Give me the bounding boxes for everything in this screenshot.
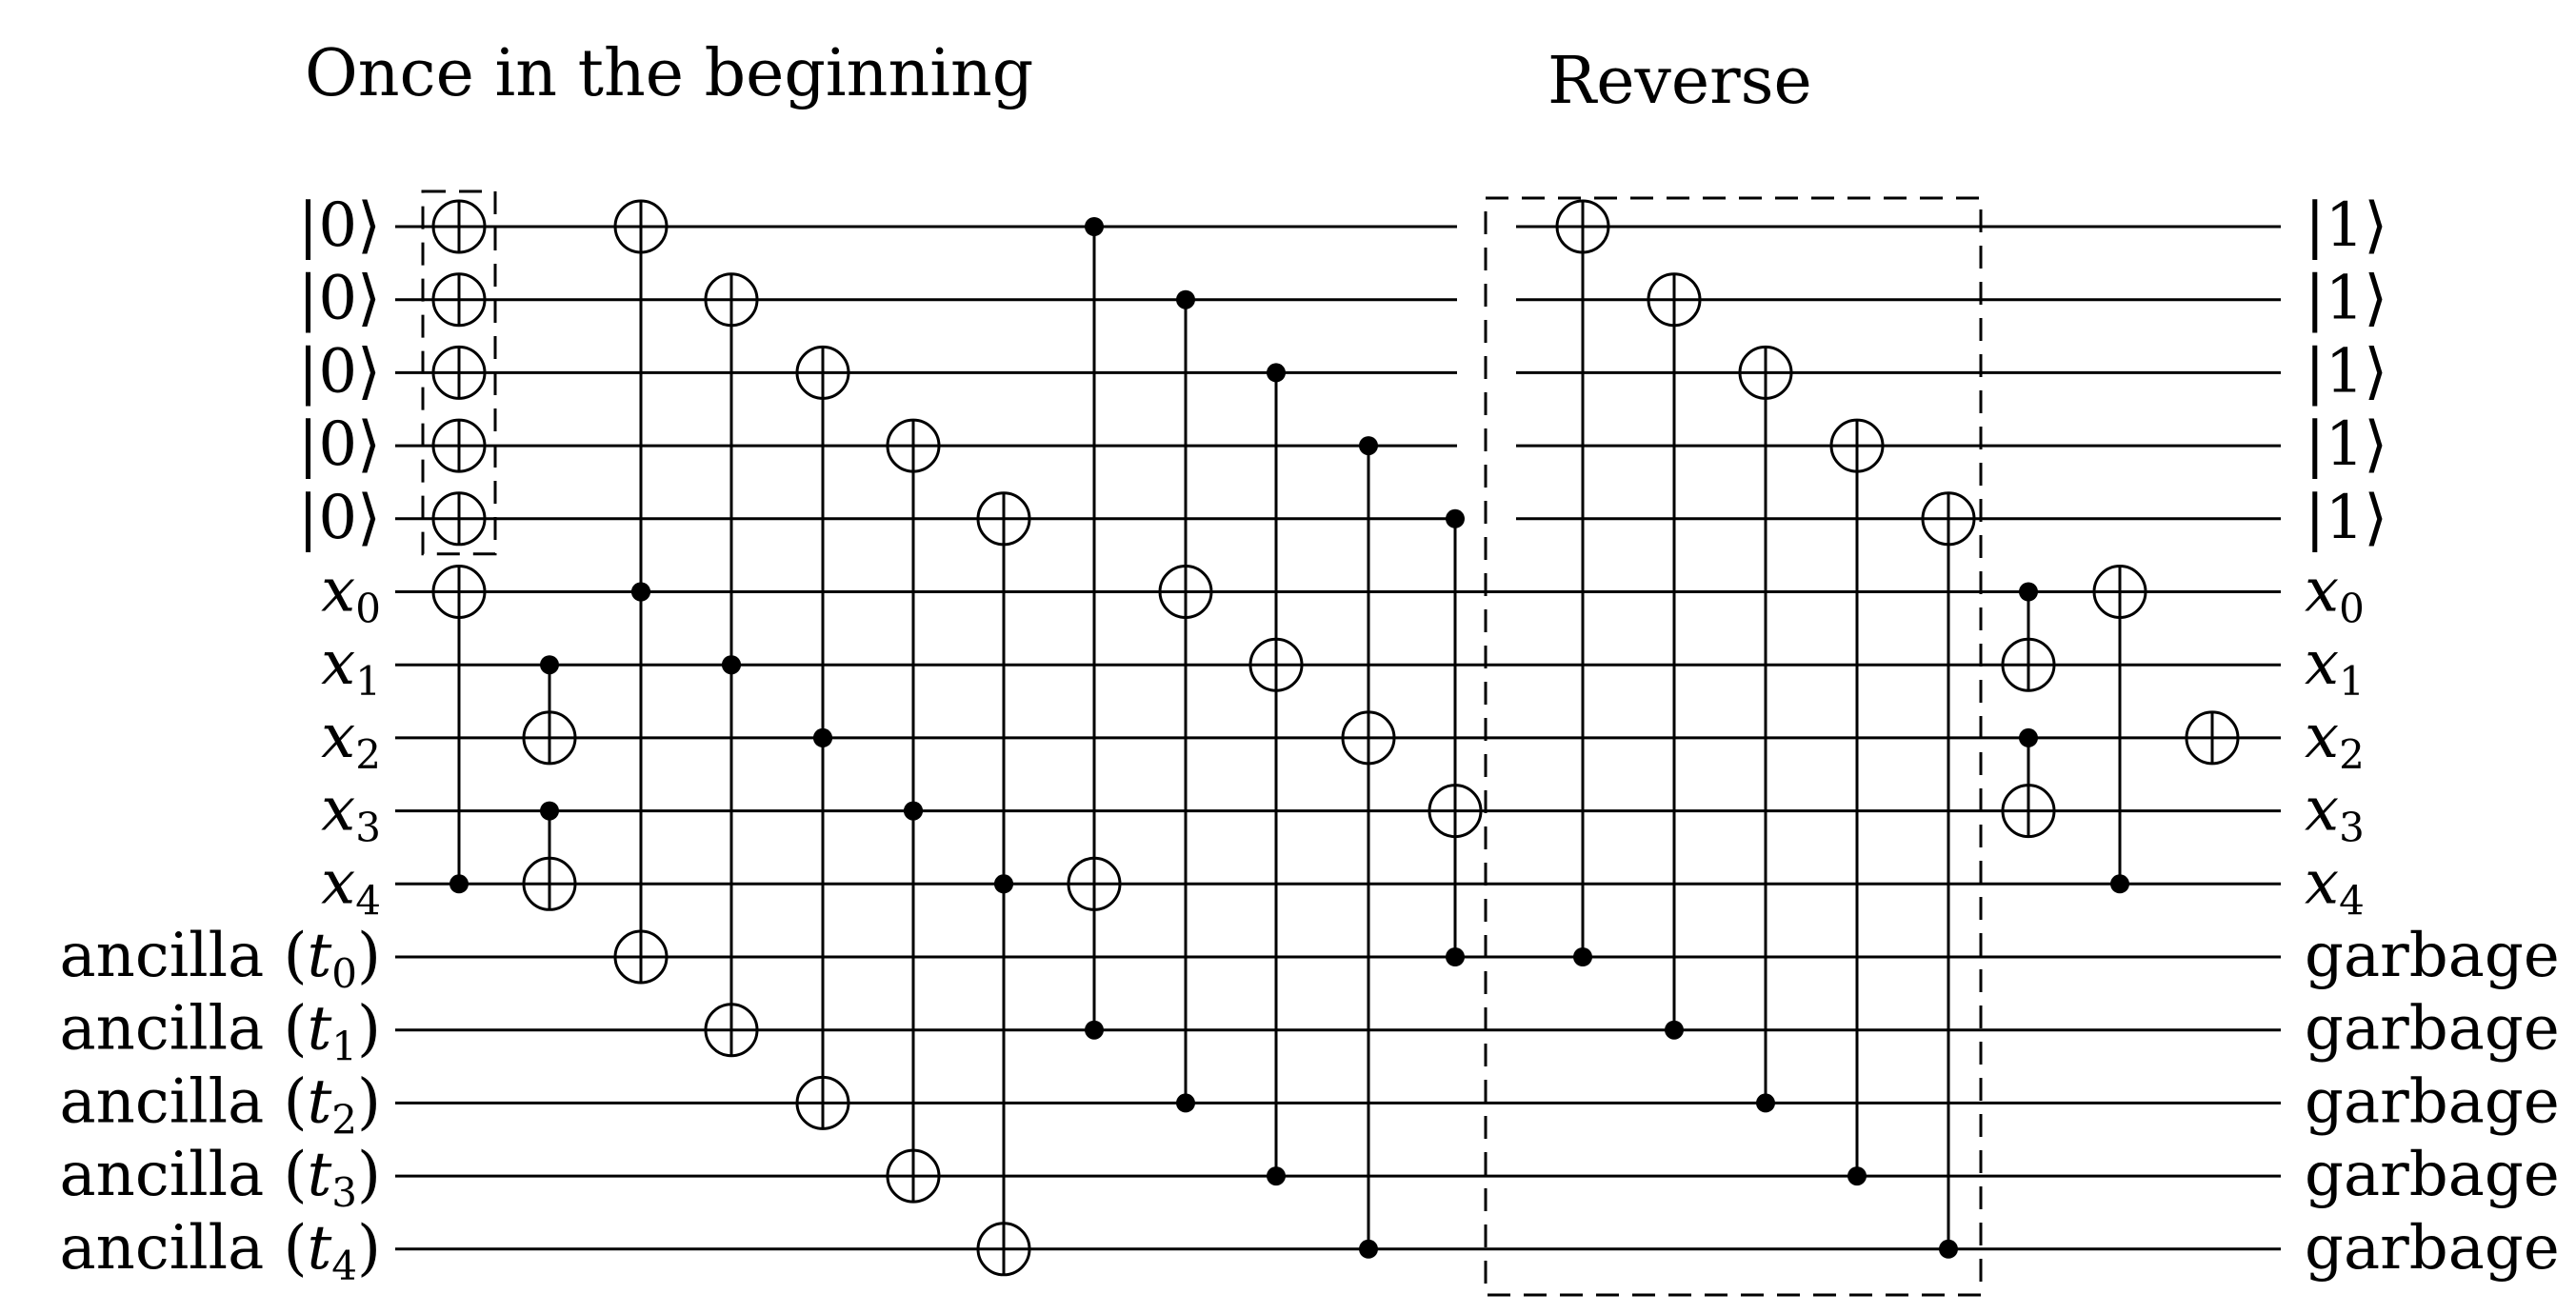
not-gate (431, 272, 487, 328)
not-gate (431, 491, 487, 547)
control-dot (722, 655, 741, 675)
cnot-gate (1555, 199, 1610, 966)
control-dot (540, 801, 559, 821)
output-label: x1 (2305, 628, 2365, 705)
control-dot (1446, 508, 1465, 528)
control-dot (994, 874, 1013, 894)
cnot-gate (704, 655, 759, 1058)
gates (431, 199, 2240, 1277)
input-label: |0⟩ (298, 264, 381, 334)
heading-once-in-the-beginning: Once in the beginning (305, 36, 1033, 111)
output-label: garbage (2305, 1140, 2560, 1210)
input-label: ancilla (t3) (59, 1140, 381, 1216)
cnot-gate (1738, 345, 1793, 1113)
control-dot (2019, 582, 2038, 602)
input-label: |0⟩ (298, 483, 381, 553)
cnot-gate (976, 491, 1031, 894)
input-label: x2 (321, 702, 381, 778)
output-label: |1⟩ (2305, 190, 2387, 261)
control-dot (1446, 947, 1465, 966)
input-label: ancilla (t1) (59, 994, 381, 1070)
cnot-gate (1248, 363, 1304, 1186)
control-dot (2110, 874, 2129, 894)
cnot-gate (886, 801, 941, 1204)
control-dot (1756, 1093, 1775, 1113)
input-label: x1 (321, 628, 381, 705)
cnot-gate (704, 272, 759, 675)
output-label: x3 (2305, 775, 2365, 851)
reverse-box (1484, 196, 1983, 1297)
cnot-gate (613, 199, 669, 602)
output-label: garbage (2305, 994, 2560, 1065)
control-dot (1665, 1020, 1684, 1040)
cnot-gate (431, 565, 487, 894)
output-label: |1⟩ (2305, 336, 2387, 407)
output-label: |1⟩ (2305, 264, 2387, 334)
control-dot (1176, 1093, 1195, 1113)
control-dot (540, 655, 559, 675)
cnot-gate (795, 727, 850, 1130)
cnot-gate (795, 345, 850, 747)
control-dot (2019, 727, 2038, 747)
cnot-gate (613, 582, 669, 985)
control-dot (1939, 1239, 1958, 1259)
input-label: ancilla (t4) (59, 1213, 381, 1289)
control-dot (1359, 1239, 1378, 1259)
output-label: x2 (2305, 702, 2365, 778)
cnot-gate (1341, 436, 1396, 1259)
cnot-gate (2001, 582, 2056, 692)
output-label: |1⟩ (2305, 409, 2387, 480)
heading-reverse: Reverse (1548, 44, 1812, 119)
cnot-gate (1829, 418, 1885, 1186)
output-labels: |1⟩|1⟩|1⟩|1⟩|1⟩x0x1x2x3x4garbagegarbageg… (2305, 190, 2560, 1284)
cnot-gate (2001, 727, 2056, 839)
control-dot (1359, 436, 1378, 456)
cnot-gate (522, 655, 577, 766)
output-label: x4 (2305, 847, 2365, 924)
cnot-gate (1428, 508, 1483, 966)
not-gate (431, 418, 487, 473)
input-label: |0⟩ (298, 409, 381, 480)
control-dot (1085, 217, 1104, 236)
output-label: garbage (2305, 1213, 2560, 1284)
control-dot (904, 801, 923, 821)
control-dot (449, 874, 469, 894)
input-label: ancilla (t2) (59, 1066, 381, 1143)
input-label: x0 (321, 556, 381, 632)
control-dot (1573, 947, 1592, 966)
not-gate (431, 345, 487, 400)
control-dot (1847, 1166, 1867, 1186)
input-label: |0⟩ (298, 336, 381, 407)
cnot-gate (1067, 217, 1122, 1040)
not-gate (431, 199, 487, 254)
output-label: |1⟩ (2305, 483, 2387, 553)
control-dot (1176, 289, 1195, 309)
cnot-gate (1921, 491, 1976, 1259)
cnot-gate (522, 801, 577, 911)
control-dot (1085, 1020, 1104, 1040)
output-label: garbage (2305, 921, 2560, 991)
input-label: x3 (321, 775, 381, 851)
cnot-gate (2092, 565, 2147, 894)
input-label: ancilla (t0) (59, 921, 381, 997)
output-label: x0 (2305, 556, 2365, 632)
control-dot (631, 582, 650, 602)
cnot-gate (1647, 272, 1702, 1040)
input-label: x4 (321, 847, 381, 924)
control-dot (813, 727, 832, 747)
cnot-gate (976, 874, 1031, 1277)
wires (395, 225, 2281, 1251)
cnot-gate (886, 418, 941, 821)
control-dot (1267, 1166, 1286, 1186)
input-label: |0⟩ (298, 190, 381, 261)
cnot-gate (1158, 289, 1213, 1113)
output-label: garbage (2305, 1066, 2560, 1137)
control-dot (1267, 363, 1286, 383)
not-gate (2185, 710, 2240, 766)
